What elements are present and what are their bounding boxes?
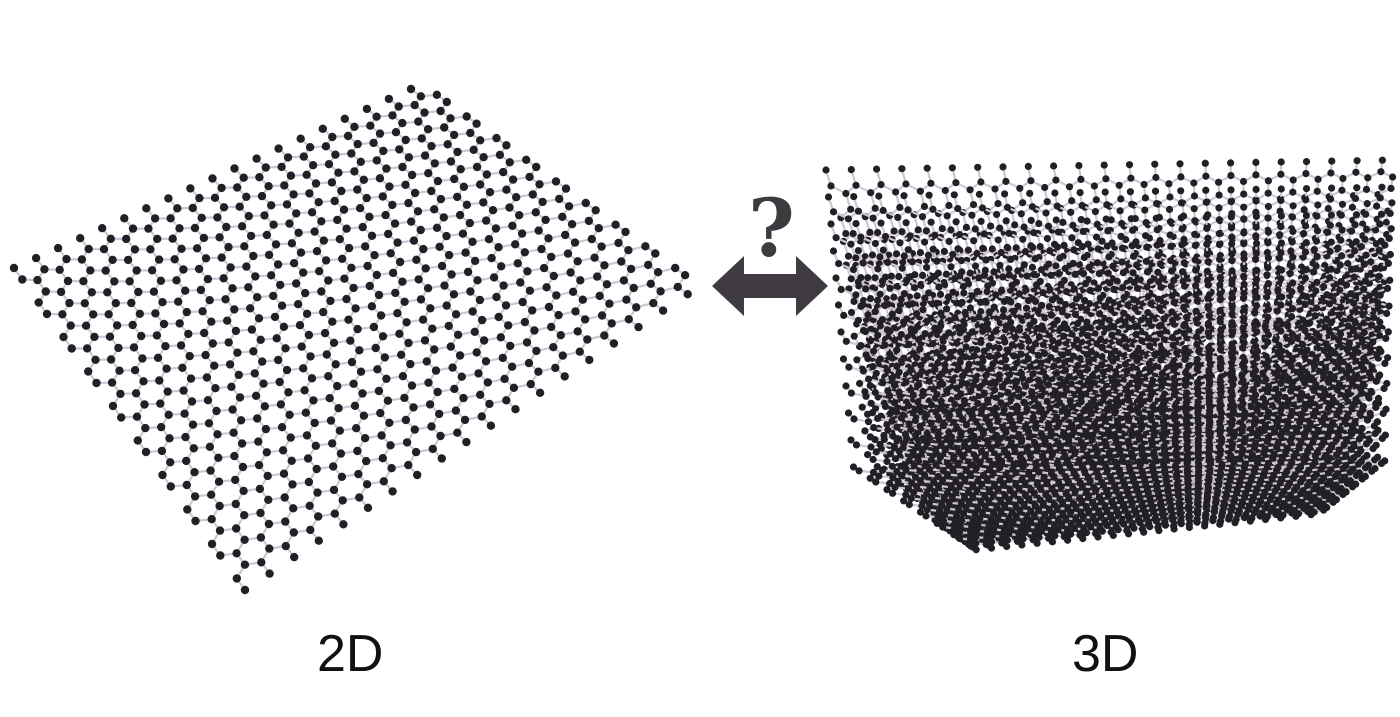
atoms	[847, 426, 1390, 551]
graphite-layer	[849, 453, 1389, 554]
atoms	[824, 183, 1396, 527]
atoms	[842, 372, 1391, 546]
bond-lines	[13, 88, 689, 591]
label-3d: 3D	[1072, 625, 1139, 683]
atoms	[849, 453, 1389, 554]
label-2d: 2D	[317, 625, 384, 683]
question-mark-icon: ?	[748, 181, 795, 275]
atoms	[9, 84, 692, 595]
double-arrow-shape	[712, 256, 828, 316]
graphene-layer	[9, 84, 692, 595]
